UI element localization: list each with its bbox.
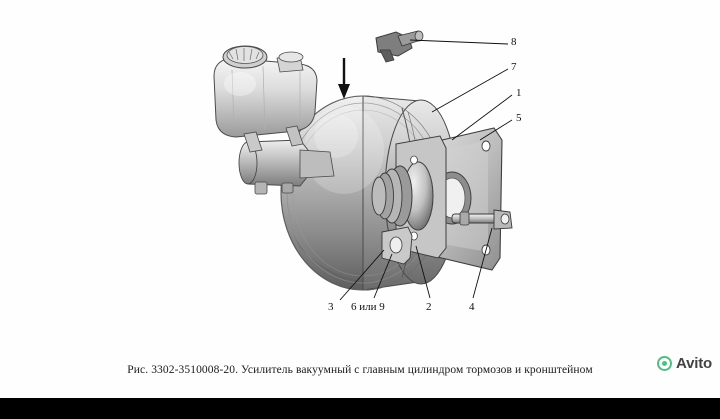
brake-fluid-reservoir <box>213 45 318 153</box>
callout-3: 3 <box>328 301 334 313</box>
avito-watermark: Avito <box>657 355 712 372</box>
lower-washer-bracket <box>381 226 413 265</box>
callout-1: 1 <box>516 87 522 99</box>
technical-illustration: 8 7 1 5 3 6 или 9 2 4 <box>213 30 522 313</box>
avito-ring-icon <box>657 356 673 371</box>
master-brake-cylinder <box>238 139 335 195</box>
assembly-direction-arrow <box>338 58 350 99</box>
callout-4: 4 <box>469 301 475 313</box>
callout-6-or-9: 6 или 9 <box>351 301 385 313</box>
pushrod-bellows <box>371 165 413 227</box>
callout-leader-lines <box>339 39 513 301</box>
callout-2: 2 <box>426 301 432 313</box>
push-rod-with-fork <box>451 209 513 230</box>
letterbox-bottom <box>0 398 720 419</box>
callout-7: 7 <box>511 61 517 73</box>
paper-sheet: 8 7 1 5 3 6 или 9 2 4 Рис. 3302-3510008-… <box>0 0 720 398</box>
avito-wordmark: Avito <box>676 355 712 372</box>
callout-5: 5 <box>516 112 522 124</box>
callout-8: 8 <box>511 36 517 48</box>
assembly-drawing-svg <box>213 30 513 301</box>
figure-caption: Рис. 3302-3510008-20. Усилитель вакуумны… <box>127 364 593 376</box>
vacuum-check-valve <box>375 30 424 63</box>
